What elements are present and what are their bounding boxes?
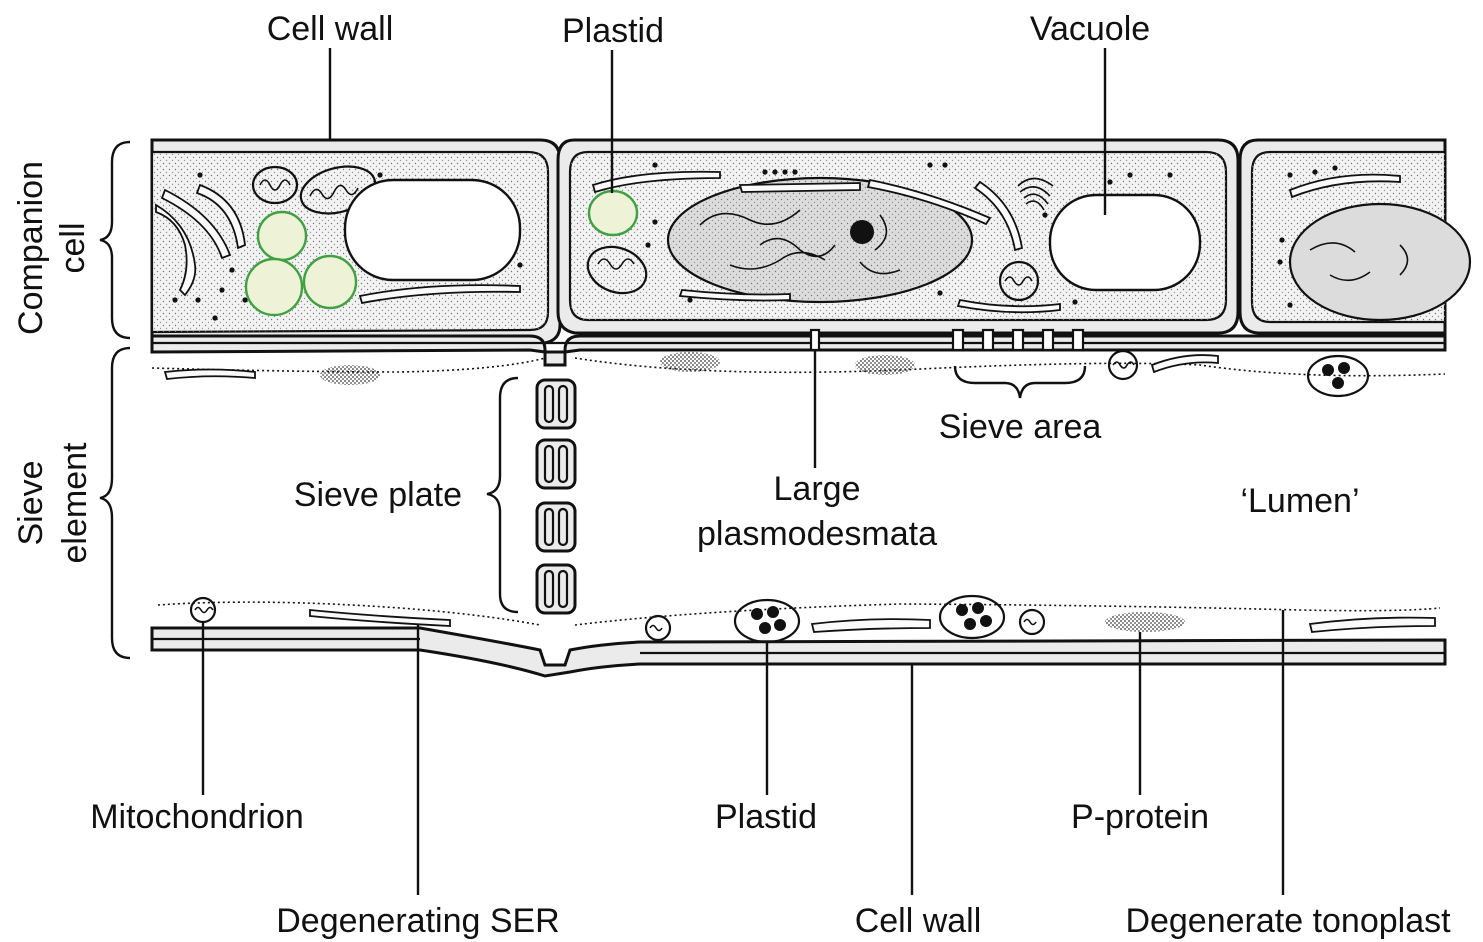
label-degenerate-tonoplast: Degenerate tonoplast xyxy=(1125,902,1451,940)
brace-companion-cell xyxy=(100,142,130,338)
label-sieve-area: Sieve area xyxy=(939,408,1102,446)
label-plastid-bottom: Plastid xyxy=(715,798,817,836)
label-vacuole: Vacuole xyxy=(1030,10,1150,48)
label-sieve-element-line1: Sieve xyxy=(12,460,50,545)
brace-sieve-area xyxy=(955,366,1085,398)
label-lumen: ‘Lumen’ xyxy=(1240,482,1359,520)
p-protein-top-left xyxy=(320,365,380,385)
companion-cell-right xyxy=(1240,140,1470,333)
label-cell-wall-top: Cell wall xyxy=(267,10,394,48)
label-sieve-plate: Sieve plate xyxy=(294,476,462,514)
brace-sieve-plate xyxy=(487,378,518,612)
label-mitochondrion: Mitochondrion xyxy=(90,798,304,836)
label-large-plasmodesmata-line2: plasmodesmata xyxy=(697,515,937,553)
label-cell-wall-bottom: Cell wall xyxy=(855,902,982,940)
sieve-plate xyxy=(537,380,575,613)
brace-sieve-element xyxy=(100,348,130,658)
label-large-plasmodesmata-line1: Large xyxy=(774,470,861,508)
label-companion-cell-line2: cell xyxy=(54,222,92,273)
label-companion-cell-line1: Companion xyxy=(12,161,50,335)
companion-cell-middle xyxy=(558,140,1238,333)
companion-cell-left xyxy=(152,140,560,348)
label-sieve-element-line2: element xyxy=(56,442,94,564)
label-p-protein: P-protein xyxy=(1071,798,1209,836)
label-degenerating-ser: Degenerating SER xyxy=(276,902,560,940)
label-plastid-top: Plastid xyxy=(562,12,664,50)
